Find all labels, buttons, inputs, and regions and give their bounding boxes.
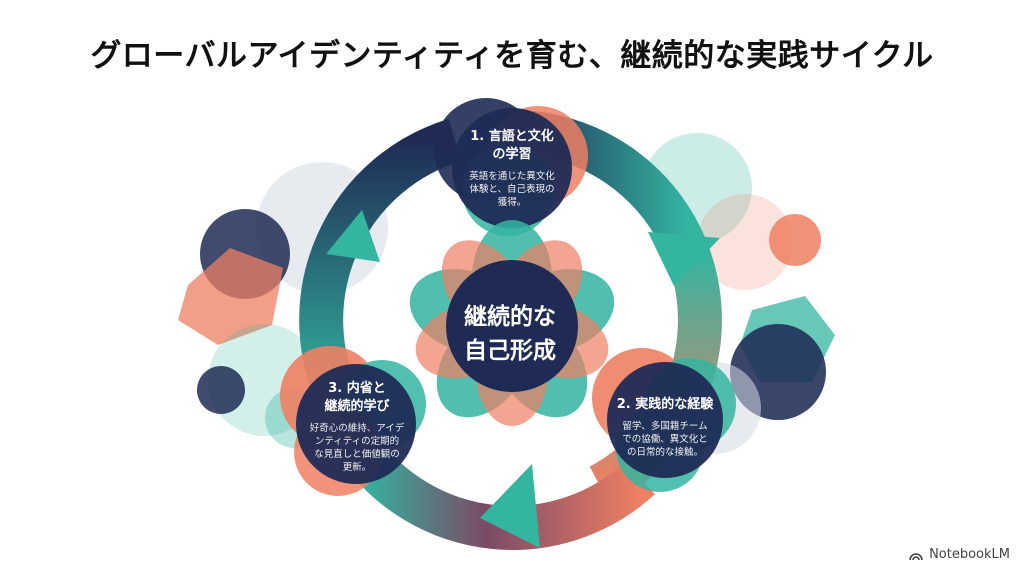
page-title: グローバルアイデンティティを育む、継続的な実践サイクル [90, 38, 934, 74]
step-3-description: 好奇心の維持、アイデ ンティティの定期的 な見直しと価値観の 更新。 [309, 423, 405, 473]
arrow-head-right [648, 232, 720, 286]
step-3-label: 3. 内省と 継続的学び 好奇心の維持、アイデ ンティティの定期的 な見直しと価… [296, 380, 418, 474]
step-2-description: 留学、多国籍チーム での協働、異文化と の日常的な接触。 [622, 421, 708, 458]
step-node-3 [280, 346, 426, 496]
step-3-title: 3. 内省と 継続的学び [324, 381, 390, 414]
brand-name: NotebookLM [929, 547, 1010, 562]
center-label: 継続的な 自己形成 [464, 304, 556, 364]
brand-watermark: NotebookLM [908, 547, 1010, 562]
step-1-title: 1. 言語と文化 の学習 [470, 129, 554, 162]
notebooklm-logo-icon [909, 552, 923, 560]
step-1-description: 英語を通じた異文化 体験と、自己表現の 獲得。 [469, 171, 555, 208]
center-flower [409, 220, 615, 426]
step-1-label: 1. 言語と文化 の学習 英語を通じた異文化 体験と、自己表現の 獲得。 [452, 128, 572, 209]
step-2-title: 2. 実践的な経験 [616, 397, 714, 412]
arrow-head-left [326, 210, 380, 262]
step-node-2 [592, 348, 736, 492]
step-node-1 [434, 98, 588, 236]
arrow-head-bottom [480, 464, 540, 548]
step-2-label: 2. 実践的な経験 留学、多国籍チーム での協働、異文化と の日常的な接触。 [604, 396, 726, 459]
